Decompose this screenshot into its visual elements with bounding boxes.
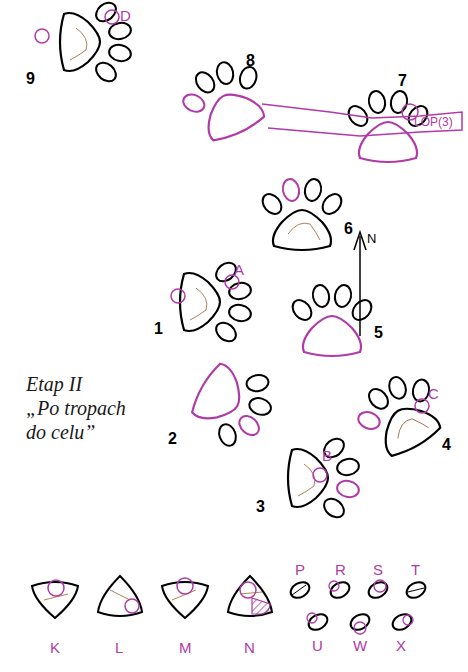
paw-print [181,349,287,460]
variant-letter: X [396,638,406,655]
callout-number: 9 [26,70,35,88]
variant-letter: R [335,562,346,579]
variant-letter: U [312,638,323,655]
control-letter: B [322,448,332,465]
paw-print [259,178,345,250]
callout-number: 7 [398,72,407,90]
variant-letter: S [373,562,383,579]
route-line [262,104,462,136]
stage-title: Etap II [26,372,82,396]
pad-variants [32,576,272,618]
paw-prints [60,0,455,521]
callout-number: 1 [154,320,163,338]
paw-print [344,361,455,467]
callout-number: 3 [256,498,265,516]
variant-letter: N [244,640,255,657]
callout-number: 8 [246,52,255,70]
paw-print [171,48,280,150]
paw-print [289,284,375,356]
variant-letter: L [115,640,123,657]
north-arrow [359,236,361,336]
paw-print [180,259,252,345]
control-letter: A [234,262,244,279]
variant-letter: W [353,638,367,655]
north-arrow-head [354,232,366,250]
callout-number: 6 [344,220,353,238]
toe-variants [288,579,428,634]
variant-letter: K [50,640,60,657]
callout-number: 2 [168,430,177,448]
control-letter: C [428,386,439,403]
variant-letter: M [179,640,192,657]
variant-letter: P [295,562,305,579]
callout-number: 5 [374,324,383,342]
control-letter: D [120,8,131,25]
paw-print [288,435,360,521]
variant-letter: T [411,562,420,579]
paw-print [60,0,132,85]
callout-number: 4 [442,436,451,454]
route-label: LOP(3) [414,116,453,129]
north-label: N [367,232,376,246]
stage-subtitle: „Po tropach do celu” [26,396,138,444]
